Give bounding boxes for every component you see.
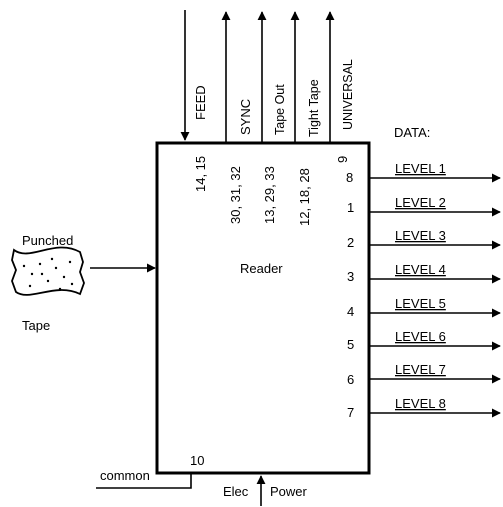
data-level-label: LEVEL 8 (395, 396, 446, 411)
feed-label: FEED (193, 85, 208, 120)
reader-label: Reader (240, 261, 283, 276)
data-level-label: LEVEL 5 (395, 296, 446, 311)
data-pin: 4 (347, 304, 354, 319)
feed-pins: 14, 15 (193, 156, 208, 192)
data-level-label: LEVEL 6 (395, 329, 446, 344)
data-level-label: LEVEL 2 (395, 195, 446, 210)
universal-label: UNIVERSAL (341, 59, 355, 130)
data-level-label: LEVEL 3 (395, 228, 446, 243)
data-pin: 2 (347, 235, 354, 250)
data-level-label: LEVEL 7 (395, 362, 446, 377)
data-pin: 1 (347, 200, 354, 215)
data-outputs: 8 1 2 3 4 5 6 7 LEVEL 1 LEVEL 2 LEVEL 3 … (346, 161, 501, 420)
data-pin: 6 (347, 372, 354, 387)
tape-out-label: Tape Out (273, 84, 287, 135)
universal-pins: 9 (335, 156, 350, 163)
data-level-label: LEVEL 4 (395, 262, 446, 277)
common-line (96, 474, 192, 489)
tape-holes (22, 257, 74, 291)
top-pin-numbers: 14, 15 30, 31, 32 13, 29, 33 12, 18, 28 … (193, 156, 350, 226)
common-connection: 10 common (96, 453, 204, 489)
tape-icon (11, 246, 85, 296)
common-label: common (100, 468, 150, 483)
punched-label: Punched (22, 233, 73, 248)
power-label-left: Elec (223, 484, 249, 499)
tight-tape-pins: 12, 18, 28 (297, 168, 312, 226)
reader-box (155, 141, 371, 475)
sync-pins: 30, 31, 32 (228, 166, 243, 224)
tight-tape-label: Tight Tape (307, 79, 321, 137)
tape-out-pins: 13, 29, 33 (262, 166, 277, 224)
common-pin: 10 (190, 453, 204, 468)
data-level-label: LEVEL 1 (395, 161, 446, 176)
data-header: DATA: (394, 125, 430, 140)
power-label-right: Power (270, 484, 308, 499)
data-pin: 8 (346, 170, 353, 185)
data-pin: 7 (347, 405, 354, 420)
data-pin: 3 (347, 269, 354, 284)
data-pin: 5 (347, 337, 354, 352)
tape-label: Tape (22, 318, 50, 333)
punched-tape: Punched Tape (11, 233, 156, 333)
sync-label: SYNC (238, 99, 253, 135)
power-input: Elec Power (223, 475, 308, 506)
top-signals: FEED SYNC Tape Out Tight Tape UNIVERSAL (180, 10, 355, 143)
